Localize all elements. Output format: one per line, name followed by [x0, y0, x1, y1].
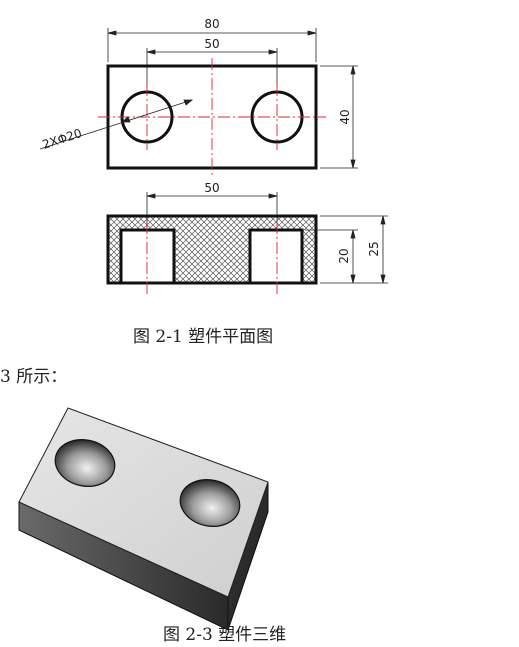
plan-view: 80 50 40 2XΦ20: [39, 17, 358, 178]
hole-leader: [39, 99, 193, 150]
part-3d-view: [18, 407, 269, 631]
section-outline: [106, 214, 318, 285]
dim-50-label: 50: [204, 37, 219, 51]
dim-25-label: 25: [367, 241, 381, 256]
section-dim-50-label: 50: [204, 181, 219, 195]
section-hole-right: [248, 228, 304, 283]
dim-20-label: 20: [337, 248, 351, 263]
dim-80-label: 80: [204, 17, 219, 31]
dim-holes-label: 2XΦ20: [41, 126, 84, 152]
section-hatch: [108, 216, 316, 283]
block-hole-left: [54, 439, 116, 487]
intro-text: 3 所示：: [0, 367, 68, 387]
section-hole-left: [119, 228, 176, 283]
section-view: 50 20 25: [106, 181, 388, 296]
figure-2-3-caption: 图 2-3 塑件三维: [163, 625, 287, 645]
dim-40-label: 40: [338, 109, 352, 124]
figure-2-1-caption: 图 2-1 塑件平面图: [133, 327, 274, 347]
block-hole-right: [179, 479, 241, 527]
